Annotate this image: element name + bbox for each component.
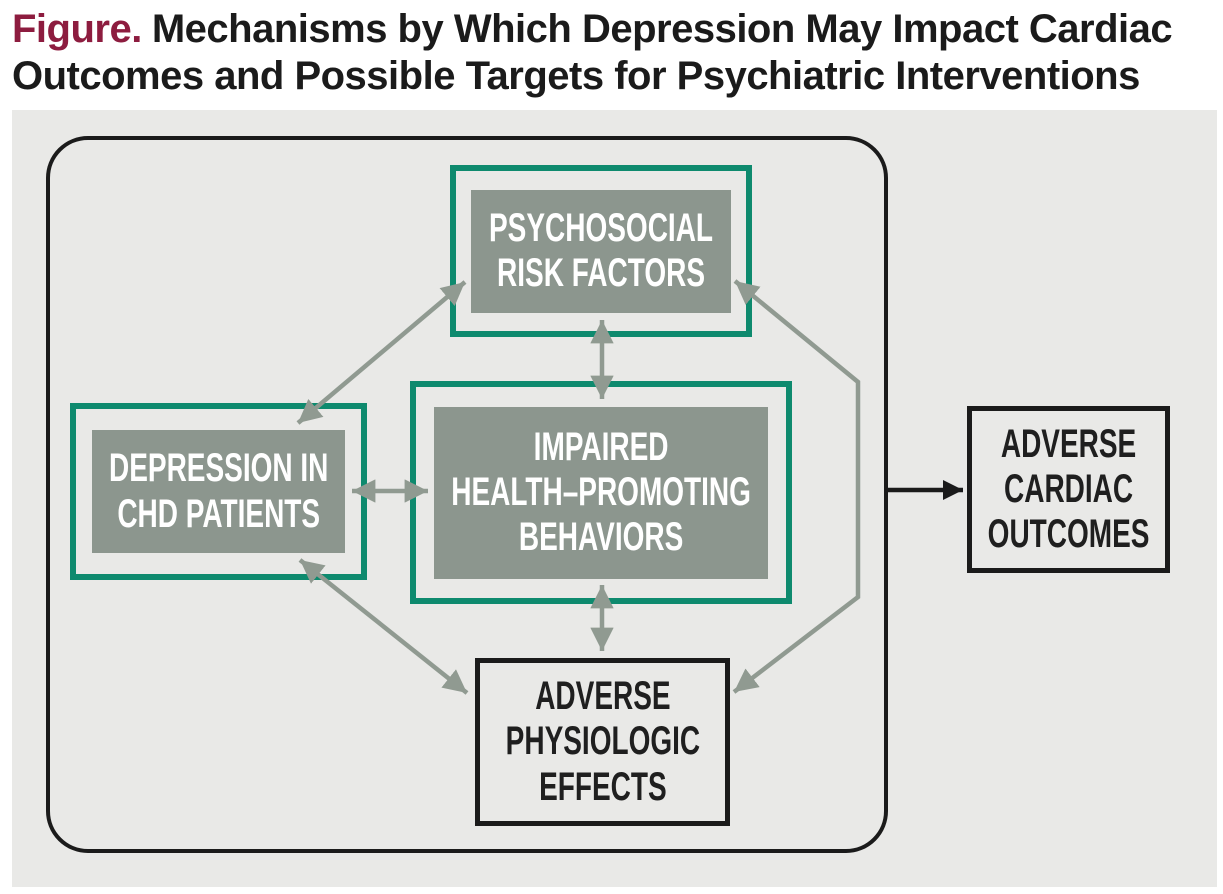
box-psychosocial-risk-factors: PSYCHOSOCIAL RISK FACTORS bbox=[450, 165, 752, 337]
physiologic-label-line1: ADVERSE bbox=[534, 674, 671, 719]
psychosocial-label-line2: RISK FACTORS bbox=[497, 251, 705, 295]
depression-label: DEPRESSION IN CHD PATIENTS bbox=[109, 446, 328, 536]
depression-label-line1: DEPRESSION IN bbox=[108, 446, 329, 491]
cardiac-label-line2: CARDIAC bbox=[1003, 466, 1134, 511]
figure-title: Figure.Mechanisms by Which Depression Ma… bbox=[0, 0, 1223, 110]
box-impaired-health-promoting-behaviors: IMPAIRED HEALTH–PROMOTING BEHAVIORS bbox=[410, 381, 792, 604]
box-psychosocial-fill: PSYCHOSOCIAL RISK FACTORS bbox=[471, 189, 731, 313]
box-impaired-fill: IMPAIRED HEALTH–PROMOTING BEHAVIORS bbox=[434, 406, 768, 579]
cardiac-label-line1: ADVERSE bbox=[1000, 421, 1137, 466]
impaired-label-line3: BEHAVIORS bbox=[518, 515, 684, 560]
cardiac-label-line3: OUTCOMES bbox=[987, 512, 1150, 557]
box-depression-in-chd-patients: DEPRESSION IN CHD PATIENTS bbox=[70, 403, 367, 580]
box-adverse-physiologic-effects: ADVERSE PHYSIOLOGIC EFFECTS bbox=[475, 658, 730, 826]
psychosocial-label: PSYCHOSOCIAL RISK FACTORS bbox=[489, 206, 713, 296]
depression-label-line2: CHD PATIENTS bbox=[117, 491, 320, 536]
impaired-label-line1: IMPAIRED bbox=[533, 424, 669, 469]
impaired-label: IMPAIRED HEALTH–PROMOTING BEHAVIORS bbox=[451, 425, 751, 561]
psychosocial-label-line1: PSYCHOSOCIAL bbox=[488, 205, 714, 250]
cardiac-label: ADVERSE CARDIAC OUTCOMES bbox=[988, 422, 1150, 558]
mechanisms-frame bbox=[46, 136, 888, 853]
physiologic-label: ADVERSE PHYSIOLOGIC EFFECTS bbox=[505, 674, 699, 810]
physiologic-label-line3: EFFECTS bbox=[538, 764, 667, 809]
figure-title-text: Mechanisms by Which Depression May Impac… bbox=[12, 7, 1173, 98]
figure-label: Figure. bbox=[12, 7, 142, 51]
box-adverse-cardiac-outcomes: ADVERSE CARDIAC OUTCOMES bbox=[967, 406, 1170, 573]
physiologic-label-line2: PHYSIOLOGIC bbox=[505, 719, 700, 764]
box-depression-fill: DEPRESSION IN CHD PATIENTS bbox=[92, 430, 345, 553]
diagram-panel: PSYCHOSOCIAL RISK FACTORS DEPRESSION IN … bbox=[12, 110, 1217, 887]
impaired-label-line2: HEALTH–PROMOTING bbox=[451, 469, 751, 514]
